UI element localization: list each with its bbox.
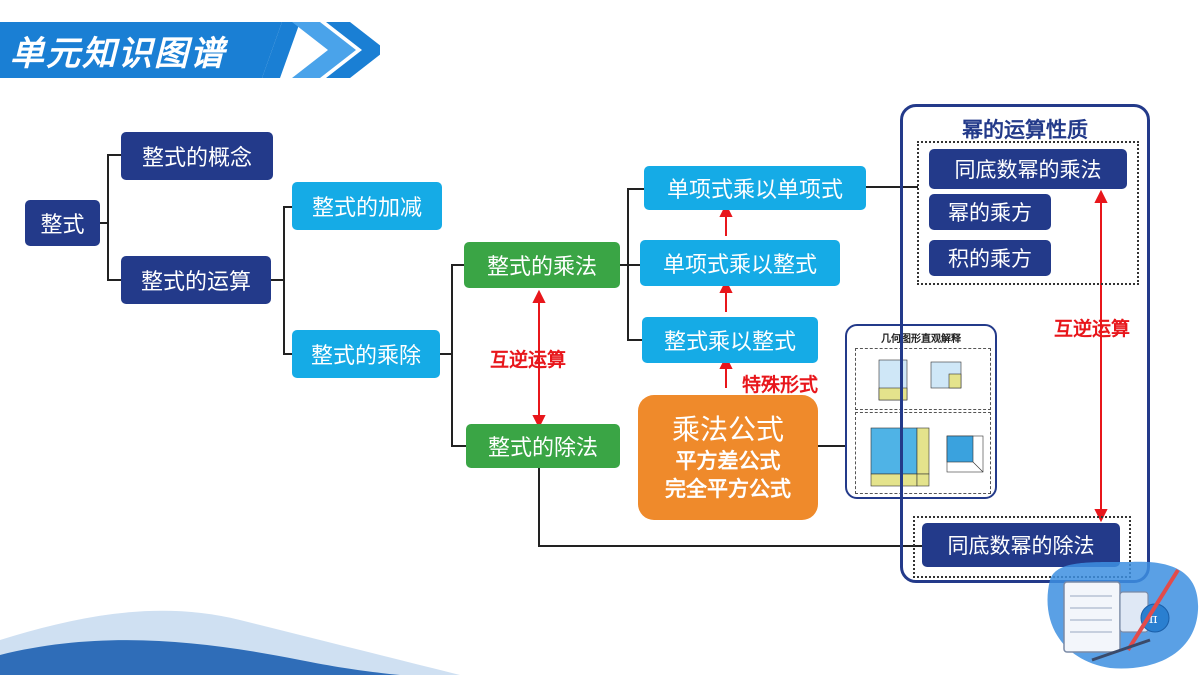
svg-text:π: π [1149,612,1158,627]
formula-line2: 完全平方公式 [665,476,791,501]
label-special-form: 特殊形式 [742,374,819,396]
node-mono-mono: 单项式乘以单项式 [644,166,866,210]
node-multiplication: 整式的乘法 [464,242,620,288]
power-division-group [913,516,1131,578]
geometry-diagram-top [855,348,991,410]
node-mono-poly: 单项式乘以整式 [640,240,840,286]
node-add-sub: 整式的加减 [292,182,442,230]
page-title: 单元知识图谱 [10,34,226,74]
notebook-icon [1063,581,1121,653]
power-item-multiply: 同底数幂的乘法 [929,149,1127,189]
power-item-product: 积的乘方 [929,240,1051,276]
chevron-icon-2 [326,22,380,78]
header-banner [0,22,380,78]
pencil-icon [1126,568,1180,652]
geometry-figures [870,359,984,487]
node-operation: 整式的运算 [121,256,271,304]
node-formula: 乘法公式 平方差公式 完全平方公式 [638,395,818,520]
power-panel [900,104,1150,583]
chevron-icon-1 [292,22,356,78]
power-items-group [917,141,1139,285]
formula-title: 乘法公式 [671,412,784,446]
geometry-card: 几何图形直观解释 [845,324,997,499]
node-poly-poly: 整式乘以整式 [642,317,818,363]
label-inverse-right: 互逆运算 [1054,318,1131,340]
node-division: 整式的除法 [466,424,620,468]
formula-line1: 平方差公式 [675,448,781,473]
node-root: 整式 [25,200,100,246]
power-item-division: 同底数幂的除法 [922,523,1120,567]
power-item-power: 幂的乘方 [929,194,1051,230]
geometry-diagram-bottom [855,412,991,494]
pen-icon [1091,638,1151,662]
power-panel-title: 幂的运算性质 [962,118,1088,142]
node-mul-div: 整式的乘除 [292,330,440,378]
geometry-card-title: 几何图形直观解释 [881,334,961,345]
label-inverse-left: 互逆运算 [490,349,567,371]
node-concept: 整式的概念 [121,132,273,180]
